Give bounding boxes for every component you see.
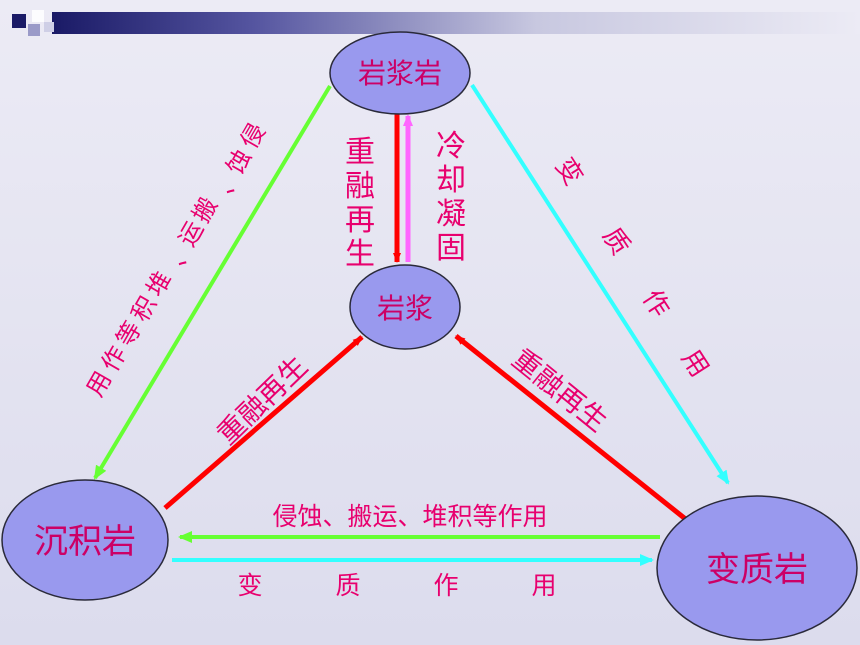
remelt-vertical-char: 重 [345, 135, 375, 170]
banner-bar [52, 12, 860, 34]
label-left-diagonal-erosion: 侵 蚀 、 搬 运 、 堆 积 等 作 用 [81, 119, 271, 402]
right-diagonal-char: 用 [675, 345, 714, 383]
node-metamorphic-rock: 变质岩 [656, 495, 858, 641]
bottom-lower-char: 用 [531, 571, 556, 600]
banner-square-1 [12, 14, 26, 28]
cool-vertical-char: 固 [436, 231, 466, 266]
arrow-metamorphism-magmatic-to-metamorphic [470, 83, 730, 485]
arrow-remelt-sedimentary-to-magma [163, 335, 364, 510]
bottom-lower-char: 变 [237, 571, 262, 600]
node-metamorphic-rock-label: 变质岩 [706, 550, 808, 590]
remelt-vertical-char: 生 [345, 237, 375, 272]
left-diagonal-char: 侵 [235, 119, 271, 154]
label-bottom-metamorphism: 变 质 作 用 [237, 571, 556, 600]
right-diagonal-char: 变 [549, 153, 588, 191]
arrow-erosion-to-sedimentary [93, 84, 332, 480]
label-remelt-vertical: 重 融 再 生 [345, 135, 375, 272]
bottom-lower-char: 作 [433, 571, 458, 600]
label-right-diagonal-metamorphism: 变 质 作 用 [549, 153, 714, 383]
node-magma: 岩浆 [349, 264, 461, 350]
arrow-remelt-metamorphic-to-magma [454, 334, 690, 523]
banner-square-4 [44, 22, 54, 32]
remelt-vertical-char: 融 [345, 169, 375, 204]
cool-vertical-char: 却 [436, 163, 466, 198]
node-magmatic-rock-label: 岩浆岩 [358, 57, 442, 90]
cool-vertical-char: 冷 [436, 129, 466, 164]
label-remelt-left: 重融再生 [211, 350, 315, 452]
top-banner [12, 10, 860, 36]
right-diagonal-char: 作 [636, 285, 675, 323]
cool-vertical-char: 凝 [436, 197, 466, 232]
right-diagonal-char: 质 [596, 223, 635, 261]
banner-square-2 [32, 10, 44, 22]
remelt-vertical-char: 再 [345, 203, 375, 238]
node-sedimentary-rock-label: 沉积岩 [34, 522, 136, 562]
node-magma-label: 岩浆 [377, 292, 433, 325]
left-diagonal-char: 堆 [141, 267, 177, 302]
label-bottom-erosion: 侵蚀、搬运、堆积等作用 [272, 502, 547, 531]
node-magmatic-rock: 岩浆岩 [329, 31, 471, 115]
banner-square-3 [28, 24, 40, 36]
label-cool-vertical: 冷 却 凝 固 [436, 129, 466, 266]
node-sedimentary-rock: 沉积岩 [1, 479, 169, 601]
bottom-lower-char: 质 [335, 571, 360, 600]
